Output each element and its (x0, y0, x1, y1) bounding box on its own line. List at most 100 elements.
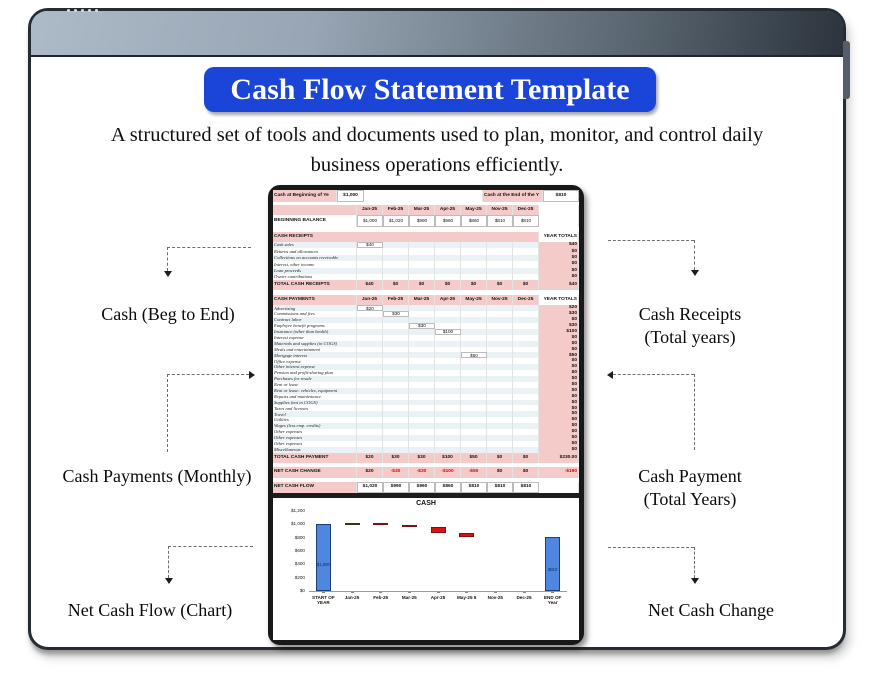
table-row: Other interest expense$0 (273, 364, 579, 371)
table-row: Rent or lease$0 (273, 381, 579, 388)
x-axis-label: Feb-25 (373, 594, 389, 600)
connector-line (608, 240, 694, 241)
y-axis-tick: $400 (294, 561, 305, 567)
table-row: NET CASH FLOW$1,020$990$960$860$810$810$… (273, 481, 579, 493)
table-row: Utilities$0 (273, 417, 579, 424)
table-row: Cash sales$40$40 (273, 242, 579, 249)
connector-line (694, 240, 695, 270)
table-row: Mortgage interest$50$50 (273, 352, 579, 359)
table-row: Employee benefit programs$30$30 (273, 323, 579, 329)
arrow-down-icon (691, 270, 699, 276)
bar-value-label: $810 (547, 567, 558, 573)
y-axis-tick: $600 (294, 548, 305, 554)
arrow-down-icon (691, 578, 699, 584)
callout-net-cash-flow-chart: Net Cash Flow (Chart) (67, 600, 233, 620)
table-chart-divider (273, 492, 579, 498)
table-row: Loan proceeds$0 (273, 267, 579, 274)
x-axis-tick (493, 591, 497, 593)
table-row: Office expense$0 (273, 358, 579, 365)
callout-net-cash-change: Net Cash Change (648, 600, 774, 620)
table-row: Supplies (not in COGS)$0 (273, 399, 579, 406)
page-title: Cash Flow Statement Template (204, 67, 656, 112)
x-axis-label: END OF Year (543, 594, 562, 605)
x-axis-tick (436, 591, 440, 593)
chart-bar (373, 522, 389, 525)
table-row: Insurance (other than health)$100$100 (273, 328, 579, 335)
chart-bar (430, 526, 446, 534)
x-axis-tick (379, 591, 383, 593)
x-axis-tick (407, 591, 411, 593)
table-row: NET CASH CHANGE$20-$30-$30-$100-$50$0$0-… (273, 466, 579, 478)
table-row: Commissions and fees$30$30 (273, 311, 579, 318)
arrow-down-icon (165, 578, 173, 584)
connector-line (694, 374, 695, 450)
arrow-down-icon (164, 271, 172, 277)
chart-title: CASH (416, 499, 436, 507)
connector-line (168, 546, 253, 547)
callout-cash-receipts-total-years: Cash Receipts (Total years) (638, 304, 742, 347)
table-row: TOTAL CASH PAYMENT$20$30$30$100$50$0$0$2… (273, 452, 579, 463)
bar-value-label: $1,000 (316, 561, 330, 567)
x-axis-label: START OF YEAR (312, 594, 335, 605)
tablet-side-button (843, 41, 850, 99)
callout-cash-beg-to-end: Cash (Beg to End) (101, 304, 235, 324)
x-axis-label: Dec-25 (516, 594, 532, 600)
table-row: Other expenses$0 (273, 434, 579, 441)
x-axis-label: Jan-25 (344, 594, 360, 600)
y-axis-tick: $200 (294, 574, 305, 580)
x-axis-label: May-25 5 (456, 594, 477, 600)
table-row: TOTAL CASH RECEIPTS$40$0$0$0$0$0$0$40 (273, 280, 579, 291)
table-row: Meals and entertainment$0 (273, 346, 579, 353)
x-axis-tick (465, 591, 469, 593)
connector-line (167, 374, 168, 452)
table-row: Repairs and maintenance$0 (273, 393, 579, 400)
connector-line (167, 374, 249, 375)
connector-line (608, 547, 694, 548)
y-axis-tick: $800 (294, 534, 305, 540)
table-row: Purchases for resale$0 (273, 376, 579, 382)
table-row: Interest, other income$0 (273, 261, 579, 268)
chart-bar (344, 522, 360, 525)
x-axis-label: Apr-25 (430, 594, 446, 600)
connector-line (694, 547, 695, 578)
table-row: Wages (less emp. credits)$0 (273, 423, 579, 430)
connector-line (168, 546, 169, 578)
x-axis-label: Mar-25 (401, 594, 417, 600)
table-row: Materials and supplies (in COGS)$0 (273, 340, 579, 347)
arrow-right-icon (249, 371, 255, 379)
table-row: Pension and profit-sharing plan$0 (273, 370, 579, 377)
callout-cash-payments-monthly: Cash Payments (Monthly) (62, 466, 252, 486)
speaker-dots-icon (67, 9, 98, 12)
chart-bar (401, 524, 417, 527)
table-row: Other expenses$0 (273, 440, 579, 447)
table-row: Miscellaneous$0 (273, 446, 579, 453)
tablet-top-bezel (31, 11, 843, 57)
x-axis-line (309, 590, 567, 592)
x-axis-tick (350, 591, 354, 593)
y-axis-tick: $1,000 (290, 521, 305, 527)
cash-chart: CASH$0$200$400$600$800$1,000$1,200$1,000… (273, 498, 579, 622)
table-row: Advertising$20$20 (273, 305, 579, 312)
table-row: Contract labor$0 (273, 317, 579, 324)
y-axis-tick: $1,200 (290, 508, 305, 514)
table-row: Returns and allowances$0 (273, 248, 579, 255)
table-row: Interest expense$0 (273, 334, 579, 341)
chart-bar: $1,000 (315, 523, 331, 591)
table-row: Collections on accounts receivable$0 (273, 254, 579, 262)
x-axis-label: Nov-25 (487, 594, 503, 600)
chart-bar (459, 533, 475, 537)
connector-line (167, 247, 251, 248)
x-axis-tick (551, 591, 555, 593)
table-row: Owner contributions$0 (273, 273, 579, 281)
x-axis-tick (321, 591, 325, 593)
page-subtitle: A structured set of tools and documents … (110, 124, 764, 176)
table-row: BEGINNING BALANCE$1,000$1,020$990$960$86… (273, 215, 579, 227)
table-row: Taxes and licenses$0 (273, 405, 579, 412)
connector-line (613, 374, 694, 375)
table-row: Travel$0 (273, 411, 579, 418)
